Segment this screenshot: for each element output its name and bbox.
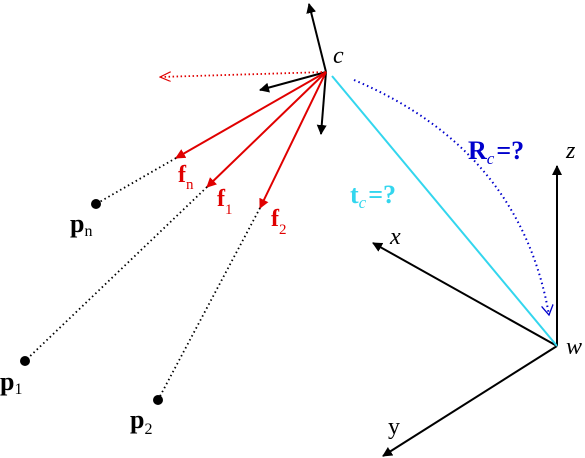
world-label: w <box>566 334 582 360</box>
labels: c w z x y Rc=? tc=? fn f1 f2 pn p1 p2 <box>0 43 582 440</box>
bearing-f1 <box>206 71 327 188</box>
camera-axis-left <box>259 71 327 93</box>
ray-pn <box>95 157 177 205</box>
ray-p2 <box>157 207 261 401</box>
point-1-label: p1 <box>0 367 22 398</box>
point-p2-dot <box>153 395 163 405</box>
point-rays <box>24 157 261 401</box>
y-axis-label: y <box>388 414 400 440</box>
feature-2-label: f2 <box>271 206 287 238</box>
world-frame <box>372 165 562 457</box>
points <box>20 199 163 405</box>
translation-label: tc=? <box>350 180 396 212</box>
x-axis-label: x <box>389 224 401 250</box>
point-n-label: pn <box>70 209 92 240</box>
camera-frame <box>259 3 327 135</box>
point-p1-dot <box>20 356 30 366</box>
translation-vector <box>331 75 558 347</box>
world-y-axis <box>382 345 558 457</box>
world-x-axis <box>372 242 558 347</box>
point-pn-dot <box>91 199 101 209</box>
z-axis-label: z <box>565 138 576 164</box>
rotation-label: Rc=? <box>468 136 524 168</box>
bearing-vectors <box>160 71 327 209</box>
camera-axis-down <box>316 71 327 135</box>
bearing-fn <box>175 71 327 159</box>
feature-n-label: fn <box>178 162 194 193</box>
ray-p1 <box>24 186 208 362</box>
point-2-label: p2 <box>130 405 152 438</box>
camera-axis-up <box>306 3 327 73</box>
bearing-f2 <box>259 71 327 209</box>
feature-1-label: f1 <box>217 186 233 218</box>
camera-label: c <box>333 43 344 69</box>
bearing-dotted-horizontal <box>160 71 327 77</box>
